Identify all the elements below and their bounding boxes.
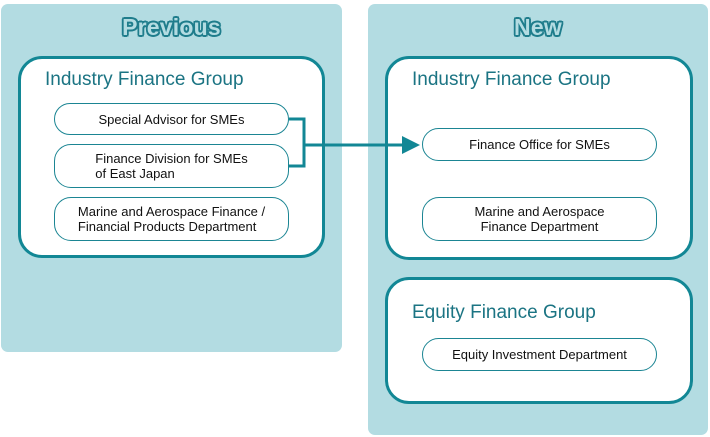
unit-finance-office-smes: Finance Office for SMEs	[422, 128, 657, 161]
unit-marine-aerospace-finance-dept: Marine and Aerospace Finance Department	[422, 197, 657, 241]
new-title: New	[514, 14, 562, 40]
previous-title: Previous	[122, 14, 221, 40]
previous-industry-group-title: Industry Finance Group	[45, 69, 244, 90]
unit-equity-investment-dept: Equity Investment Department	[422, 338, 657, 371]
merge-bracket-line	[289, 117, 306, 168]
unit-finance-division-smes-east-japan: Finance Division for SMEs of East Japan	[54, 144, 289, 188]
unit-special-advisor-smes: Special Advisor for SMEs	[54, 103, 289, 135]
equity-group-title: Equity Finance Group	[412, 302, 596, 323]
new-industry-group-title: Industry Finance Group	[412, 69, 611, 90]
unit-marine-aerospace-financial-products: Marine and Aerospace Finance / Financial…	[54, 197, 289, 241]
merge-arrow-head	[402, 136, 420, 154]
